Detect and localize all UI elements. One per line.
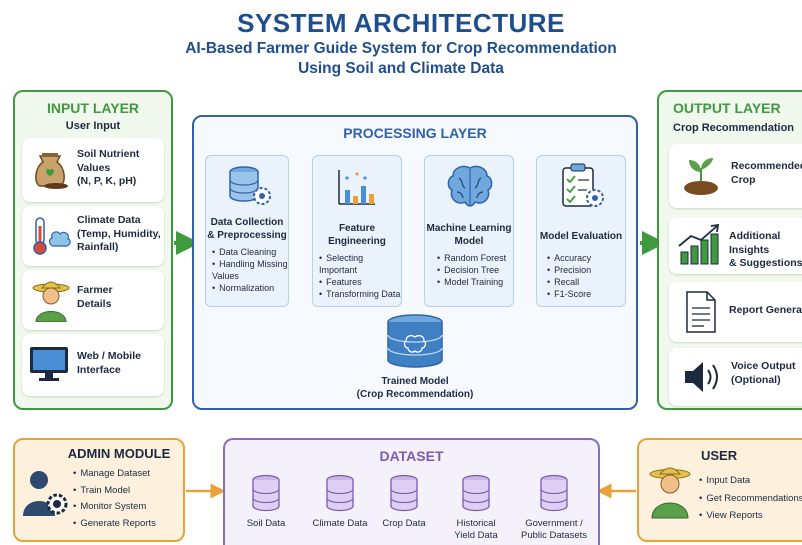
stage-bullet: Recall	[547, 276, 625, 288]
database-icon	[324, 474, 356, 512]
stage-title: Data Collection & Preprocessing	[207, 217, 287, 241]
output-layer-title: OUTPUT LAYER	[673, 100, 781, 116]
input-item-climate: Climate Data (Temp, Humidity, Rainfall)	[22, 206, 164, 266]
admin-item: Generate Reports	[73, 516, 156, 533]
output-item-voice: Voice Output (Optional)	[669, 348, 802, 406]
dataset-item-crop	[379, 474, 429, 512]
bar-chart-icon	[335, 168, 379, 208]
stage-bullet: Normalization	[212, 282, 288, 294]
growth-chart-icon	[677, 224, 723, 268]
stage-ml-model: Machine Learning Model Random Forest Dec…	[424, 155, 514, 307]
output-item-crop: Recommended Crop	[669, 144, 802, 208]
dataset-item-label: Government / Public Datasets	[520, 518, 587, 542]
thermometer-cloud-icon	[28, 214, 72, 258]
monitor-icon	[28, 344, 72, 384]
stage-bullet: Accuracy	[547, 252, 625, 264]
dataset-item-soil	[241, 474, 291, 512]
user-item: View Reports	[699, 507, 802, 525]
admin-gear-icon	[21, 466, 69, 522]
stage-bullet: Selecting Important	[319, 252, 401, 276]
stage-bullet: Features	[319, 276, 401, 288]
stage-bullet: Random Forest	[437, 252, 513, 264]
clipboard-check-icon	[557, 162, 607, 210]
database-icon	[388, 474, 420, 512]
stage-bullet: Transforming Data	[319, 288, 401, 300]
stage-bullet: Decision Tree	[437, 264, 513, 276]
stage-title: Machine Learning Model	[426, 223, 512, 247]
dataset-item-government	[529, 474, 579, 512]
dataset-title: DATASET	[379, 448, 444, 464]
user-title: USER	[701, 448, 738, 463]
output-item-label: Report Generation	[729, 304, 802, 316]
dataset-panel: DATASET Soil Data Climate Data Crop Data…	[223, 438, 600, 545]
input-item-farmer: Farmer Details	[22, 270, 164, 330]
admin-item: Manage Dataset	[73, 466, 156, 483]
admin-module-panel: ADMIN MODULE Manage Dataset Train Model …	[13, 438, 185, 542]
user-item: Get Recommendations	[699, 490, 802, 508]
dataset-item-label: Soil Data	[246, 518, 286, 529]
diagram-title: SYSTEM ARCHITECTURE	[237, 8, 565, 38]
stage-title: Model Evaluation	[539, 231, 623, 242]
database-icon	[538, 474, 570, 512]
stage-bullet: Handling Missing Values	[212, 258, 288, 282]
database-icon	[250, 474, 282, 512]
output-item-insights: Additional Insights & Suggestions	[669, 218, 802, 274]
dataset-item-label: Crop Data	[382, 518, 426, 529]
input-layer-panel: INPUT LAYER User Input Soil Nutrient Val…	[13, 90, 173, 410]
admin-item: Monitor System	[73, 499, 156, 516]
speaker-icon	[681, 358, 725, 396]
output-layer-panel: OUTPUT LAYER Crop Recommendation Recomme…	[657, 90, 802, 410]
diagram-subtitle-line1: AI-Based Farmer Guide System for Crop Re…	[185, 40, 617, 57]
database-gear-icon	[224, 164, 274, 210]
stage-bullet: Model Training	[437, 276, 513, 288]
user-panel: USER Input Data Get Recommendations View…	[637, 438, 802, 542]
processing-layer-title: PROCESSING LAYER	[343, 125, 487, 141]
dataset-item-historical	[451, 474, 501, 512]
farmer-icon	[30, 276, 72, 322]
stage-bullet: Data Cleaning	[212, 246, 288, 258]
stage-bullet: F1-Score	[547, 288, 625, 300]
stage-title: Feature Engineering	[328, 223, 386, 247]
output-item-report: Report Generation	[669, 282, 802, 342]
sprout-icon	[681, 154, 721, 198]
stage-feature-engineering: Feature Engineering Selecting Important …	[312, 155, 402, 307]
stage-bullet: Precision	[547, 264, 625, 276]
stage-model-evaluation: Model Evaluation Accuracy Precision Reca…	[536, 155, 626, 307]
admin-item: Train Model	[73, 483, 156, 500]
dataset-item-climate	[315, 474, 365, 512]
input-item-interface: Web / Mobile Interface	[22, 334, 164, 396]
input-layer-subtitle: User Input	[65, 120, 121, 132]
trained-model-database-icon	[384, 313, 446, 371]
input-item-label: Climate Data (Temp, Humidity, Rainfall)	[77, 214, 161, 254]
soil-sack-icon	[30, 148, 70, 190]
admin-module-title: ADMIN MODULE	[67, 446, 171, 461]
input-item-soil: Soil Nutrient Values (N, P, K, pH)	[22, 138, 164, 202]
input-item-label: Web / Mobile Interface	[77, 350, 141, 376]
dataset-item-label: Climate Data	[312, 518, 368, 529]
database-icon	[460, 474, 492, 512]
output-item-label: Voice Output (Optional)	[731, 360, 796, 386]
diagram-subtitle-line2: Using Soil and Climate Data	[298, 60, 504, 77]
user-item: Input Data	[699, 472, 802, 490]
brain-icon	[445, 162, 495, 210]
input-item-label: Soil Nutrient Values (N, P, K, pH)	[77, 148, 140, 188]
user-farmer-icon	[647, 462, 693, 520]
processing-layer-panel: PROCESSING LAYER Data Collection & Prepr…	[192, 115, 638, 410]
input-layer-title: INPUT LAYER	[46, 100, 140, 116]
output-item-label: Additional Insights & Suggestions	[729, 230, 802, 270]
input-item-label: Farmer Details	[77, 284, 113, 310]
output-item-label: Recommended Crop	[731, 160, 802, 186]
stage-data-collection: Data Collection & Preprocessing Data Cle…	[205, 155, 289, 307]
trained-model-label: Trained Model (Crop Recommendation)	[356, 376, 474, 400]
document-icon	[683, 290, 719, 334]
dataset-item-label: Historical Yield Data	[454, 518, 498, 542]
output-layer-subtitle: Crop Recommendation	[673, 122, 795, 134]
